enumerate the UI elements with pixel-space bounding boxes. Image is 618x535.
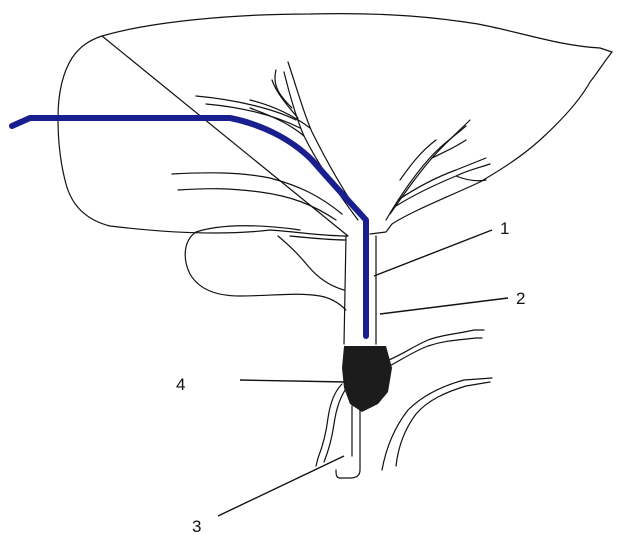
label-4: 4 — [176, 375, 185, 394]
clot-plug — [342, 346, 392, 412]
catheter-line — [12, 118, 366, 336]
leader-line-1 — [374, 230, 492, 276]
leader-line-3 — [218, 456, 344, 516]
label-2: 2 — [516, 289, 525, 308]
intestine-walls — [316, 330, 492, 470]
label-1: 1 — [500, 219, 509, 238]
leader-line-4 — [240, 380, 346, 382]
label-3: 3 — [192, 517, 201, 535]
duct-branches — [172, 62, 490, 290]
organ-outline — [58, 14, 612, 236]
leader-line-2 — [380, 298, 508, 314]
catheter-tip — [336, 410, 360, 478]
